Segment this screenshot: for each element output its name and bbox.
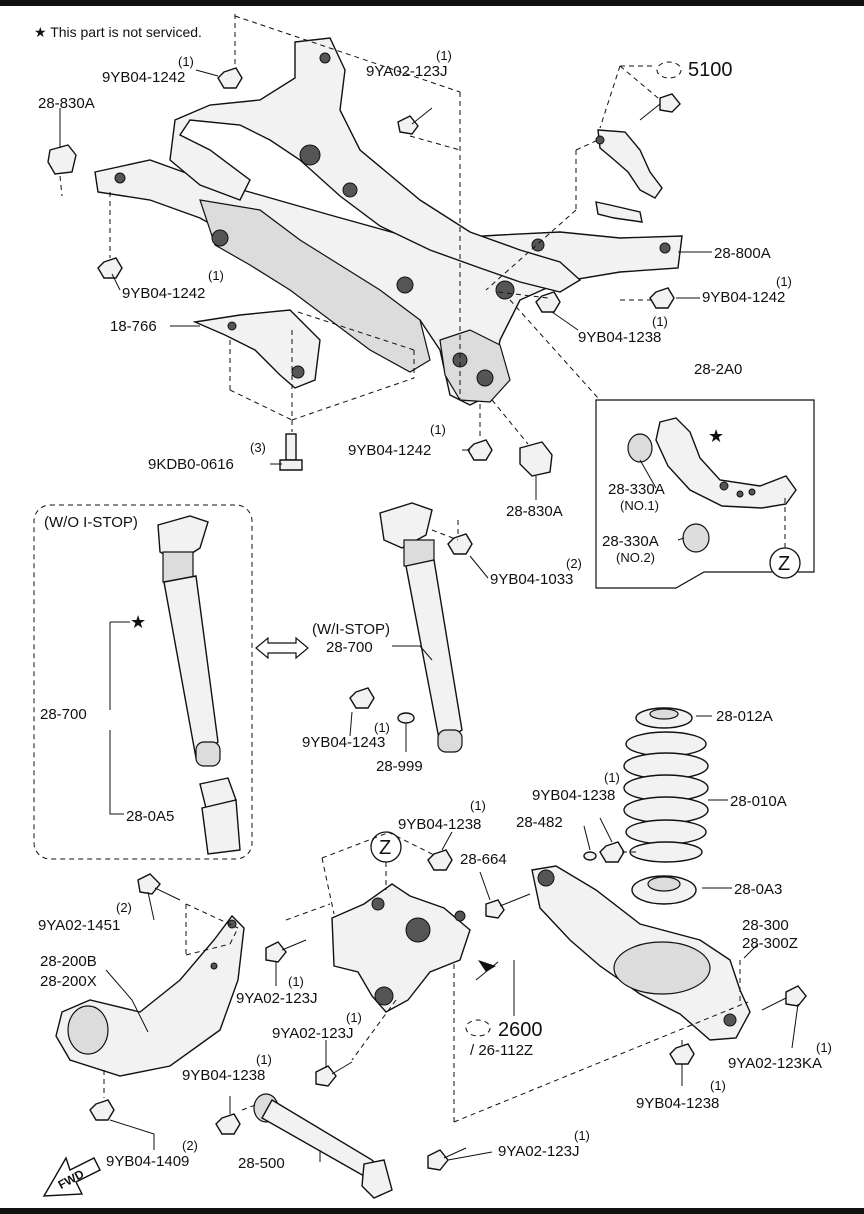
label-9yb04-1238-bl-qty: (1) <box>256 1052 272 1067</box>
shock-absorber-wo-istop[interactable] <box>157 515 241 855</box>
top-border <box>0 0 864 6</box>
upper-arm-frame <box>595 399 815 589</box>
reference-ovals <box>465 61 682 1037</box>
label-28-800a: 28-800A <box>714 245 771 262</box>
spring-seat-28-012a[interactable] <box>635 707 693 729</box>
fwd-arrow: FWD <box>42 1156 101 1197</box>
label-9ya02-123ka: 9YA02-123KA <box>728 1055 822 1072</box>
star-28-700: ★ <box>130 612 146 632</box>
label-9yb04-1242-mid: 9YB04-1242 <box>348 442 431 459</box>
label-9yb04-1242-left-qty: (1) <box>208 268 224 283</box>
coil-spring-28-010a[interactable] <box>623 731 709 863</box>
trailing-link-28-200b[interactable] <box>55 914 245 1077</box>
label-9ya02-123ka-qty: (1) <box>816 1040 832 1055</box>
label-9yb04-1409-qty: (2) <box>182 1138 198 1153</box>
label-26-112z: / 26-112Z <box>470 1042 533 1059</box>
label-28-012a: 28-012A <box>716 708 773 725</box>
label-9yb04-1238-spring-qty: (1) <box>604 770 620 785</box>
label-9ya02-1451-qty: (2) <box>116 900 132 915</box>
label-2600: 2600 <box>498 1019 543 1041</box>
label-28-0a5: 28-0A5 <box>126 808 174 825</box>
leader-lines <box>59 14 799 1162</box>
label-9ya02-123j-left: 9YA02-123J <box>236 990 317 1007</box>
label-5100: 5100 <box>688 59 733 81</box>
label-9yb04-1238-br-qty: (1) <box>710 1078 726 1093</box>
label-9kdb0-0616: 9KDB0-0616 <box>148 456 234 473</box>
label-9ya02-123j-left-qty: (1) <box>288 974 304 989</box>
label-9ya02-1451: 9YA02-1451 <box>38 917 120 934</box>
part-labels: (1) 9YB04-1242 (1) 9YA02-123J 28-830A 51… <box>38 48 832 1172</box>
label-9ya02-123j-bottom: 9YA02-123J <box>498 1143 579 1160</box>
label-28-482: 28-482 <box>516 814 563 831</box>
z-marker-b: Z <box>379 837 391 859</box>
label-28-999: 28-999 <box>376 758 423 775</box>
label-28-330a-no1-qty: (NO.1) <box>620 498 659 513</box>
bracket-18-766[interactable] <box>192 309 321 389</box>
lateral-link-28-500[interactable] <box>253 1093 393 1199</box>
label-9yb04-1242-right: 9YB04-1242 <box>702 289 785 306</box>
label-9yb04-1409: 9YB04-1409 <box>106 1153 189 1170</box>
label-28-700-right: 28-700 <box>326 639 373 656</box>
label-28-300: 28-300 <box>742 917 789 934</box>
label-28-500: 28-500 <box>238 1155 285 1172</box>
label-9yb04-1242-top: 9YB04-1242 <box>102 69 185 86</box>
upper-arm-28-2a0[interactable] <box>627 417 797 553</box>
label-28-664: 28-664 <box>460 851 507 868</box>
label-28-330a-no2: 28-330A <box>602 533 659 550</box>
bottom-border <box>0 1208 864 1214</box>
label-18-766: 18-766 <box>110 318 157 335</box>
label-9yb04-1238-top: 9YB04-1238 <box>578 329 661 346</box>
label-9ya02-123j-mid-qty: (1) <box>346 1010 362 1025</box>
spring-seat-28-0a3[interactable] <box>631 875 697 905</box>
shock-absorber-w-istop[interactable] <box>379 502 463 753</box>
label-28-200b: 28-200B <box>40 953 97 970</box>
label-28-300z: 28-300Z <box>742 935 798 952</box>
label-28-200x: 28-200X <box>40 973 97 990</box>
not-serviced-note: ★ This part is not serviced. <box>34 24 202 40</box>
label-9ya02-123j-top: 9YA02-123J <box>366 63 447 80</box>
knuckle-2600[interactable] <box>331 883 471 1013</box>
clip-28-830a-left[interactable] <box>47 144 77 175</box>
wo-istop-box <box>33 504 253 860</box>
label-9yb04-1238-knuckle: 9YB04-1238 <box>398 816 481 833</box>
label-9yb04-1033-qty: (2) <box>566 556 582 571</box>
label-28-0a3: 28-0A3 <box>734 881 782 898</box>
label-9yb04-1238-knuckle-qty: (1) <box>470 798 486 813</box>
clip-28-830a-middle[interactable] <box>519 441 553 477</box>
label-28-010a: 28-010A <box>730 793 787 810</box>
label-9ya02-123j-mid: 9YA02-123J <box>272 1025 353 1042</box>
label-9yb04-1238-bl: 9YB04-1238 <box>182 1067 265 1084</box>
label-9yb04-1243-qty: (1) <box>374 720 390 735</box>
label-9yb04-1242-right-qty: (1) <box>776 274 792 289</box>
label-9yb04-1238-top-qty: (1) <box>652 314 668 329</box>
label-9yb04-1242-left: 9YB04-1242 <box>122 285 205 302</box>
label-9yb04-1238-spring: 9YB04-1238 <box>532 787 615 804</box>
label-9ya02-123j-bottom-qty: (1) <box>574 1128 590 1143</box>
fasteners <box>89 67 807 1171</box>
label-28-830a-middle: 28-830A <box>506 503 563 520</box>
z-marker-a: Z <box>778 553 790 575</box>
label-28-830a-left: 28-830A <box>38 95 95 112</box>
label-28-2a0: 28-2A0 <box>694 361 742 378</box>
label-w-istop: (W/I-STOP) <box>312 621 390 638</box>
label-9yb04-1242-mid-qty: (1) <box>430 422 446 437</box>
crossmember[interactable] <box>94 37 683 406</box>
label-9yb04-1033: 9YB04-1033 <box>490 571 573 588</box>
label-9yb04-1242-top-qty: (1) <box>178 54 194 69</box>
label-9yb04-1243: 9YB04-1243 <box>302 734 385 751</box>
label-9ya02-123j-top-qty: (1) <box>436 48 452 63</box>
label-28-700-left: 28-700 <box>40 706 87 723</box>
label-9kdb0-0616-qty: (3) <box>250 440 266 455</box>
label-9yb04-1238-br: 9YB04-1238 <box>636 1095 719 1112</box>
label-28-330a-no2-qty: (NO.2) <box>616 550 655 565</box>
link-5100[interactable] <box>595 129 663 223</box>
lower-arm-28-300[interactable] <box>531 865 751 1041</box>
istop-double-arrow <box>255 636 309 660</box>
label-28-330a-no1: 28-330A <box>608 481 665 498</box>
label-wo-istop: (W/O I-STOP) <box>44 514 138 531</box>
star-28-2a0: ★ <box>708 426 724 446</box>
